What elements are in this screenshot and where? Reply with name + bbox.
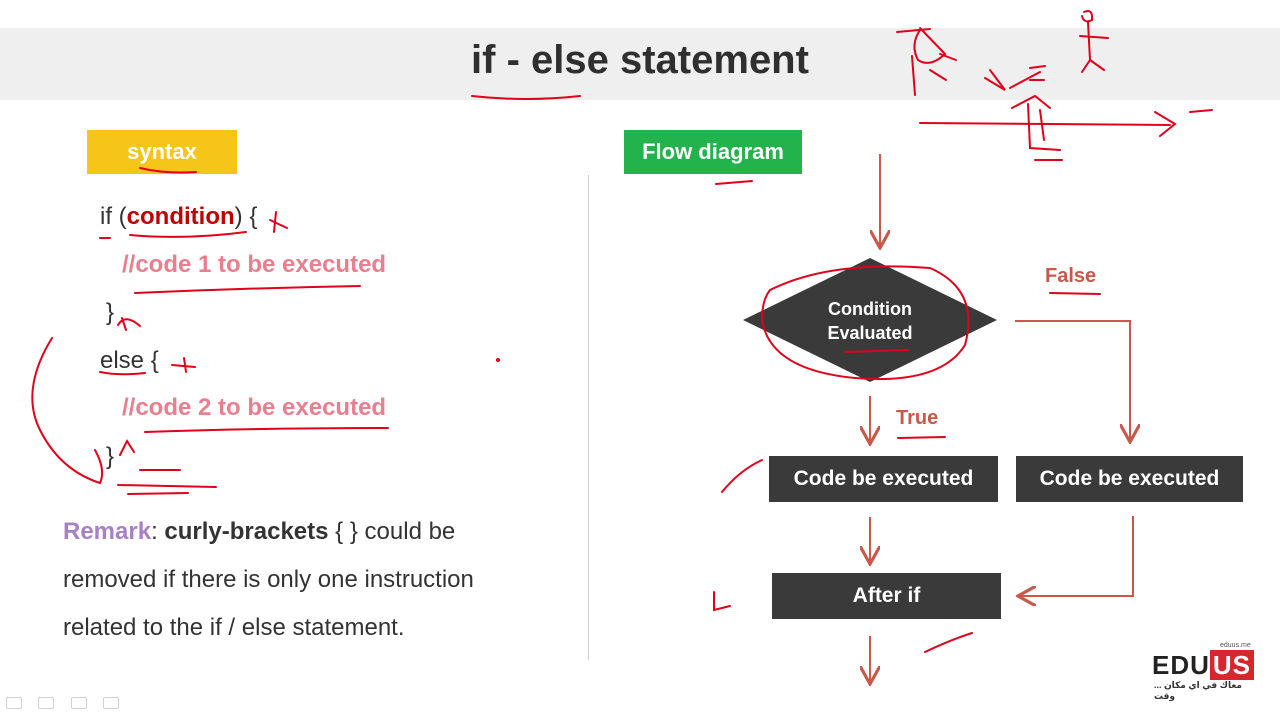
next-slide-icon[interactable] (103, 697, 120, 709)
slide-title: if - else statement (471, 38, 809, 82)
else-keyword: else (100, 347, 145, 374)
stray-dot (496, 358, 500, 362)
logo-tagline: معاك في اي مكان ... وقت (1154, 680, 1242, 701)
remark-rest-1: { } could be (328, 518, 456, 545)
code-executed-false-box: Code be executed (1016, 456, 1243, 502)
remark-line-3: related to the if / else statement. (63, 614, 405, 641)
true-label: True (896, 407, 939, 429)
remark-line-2: removed if there is only one instruction (63, 566, 474, 593)
remark-line-1: Remark: curly-brackets { } could be (63, 508, 573, 556)
prev-slide-icon[interactable] (6, 697, 22, 709)
condition-line-1: Condition (828, 299, 912, 319)
code-comment-2: //code 2 to be executed (122, 394, 387, 421)
if-keyword: if (100, 203, 112, 230)
condition-label: Condition Evaluated (790, 297, 950, 345)
title-band (0, 28, 1280, 100)
logo-website: eduus.me (1220, 642, 1251, 649)
handwriting-annotations (31, 10, 1213, 653)
code-comment-1: //code 1 to be executed (122, 251, 387, 278)
condition-diamond (743, 258, 997, 382)
logo-edu: EDU (1152, 650, 1210, 680)
logo-us: US (1209, 650, 1255, 680)
arrow-false-merge (1020, 516, 1134, 596)
false-label: False (1045, 265, 1097, 287)
code-line-else: else { (100, 347, 159, 375)
open-brace-2: { (150, 347, 159, 374)
condition-keyword: condition (126, 203, 235, 230)
open-paren: ( (118, 203, 127, 230)
remark-colon: : (151, 518, 158, 545)
column-divider (588, 175, 589, 660)
code-line-if: if (condition) { (100, 203, 257, 231)
pen-tool-icon[interactable] (38, 697, 55, 709)
slide-nav-controls (0, 692, 140, 712)
slides-menu-icon[interactable] (70, 697, 87, 709)
remark-paragraph: Remark: curly-brackets { } could be remo… (63, 508, 573, 652)
code-executed-true-box: Code be executed (769, 456, 998, 502)
syntax-label: syntax (87, 130, 237, 174)
close-brace-2: } (106, 443, 115, 470)
open-brace-1: { (249, 203, 258, 230)
condition-line-2: Evaluated (827, 323, 913, 343)
close-paren: ) (234, 203, 243, 230)
remark-term: curly-brackets (164, 518, 329, 545)
after-if-box: After if (772, 573, 1001, 619)
close-brace-1: } (106, 299, 115, 326)
flow-diagram-label: Flow diagram (624, 130, 802, 174)
arrow-false (1015, 320, 1130, 440)
remark-label: Remark (63, 518, 152, 545)
